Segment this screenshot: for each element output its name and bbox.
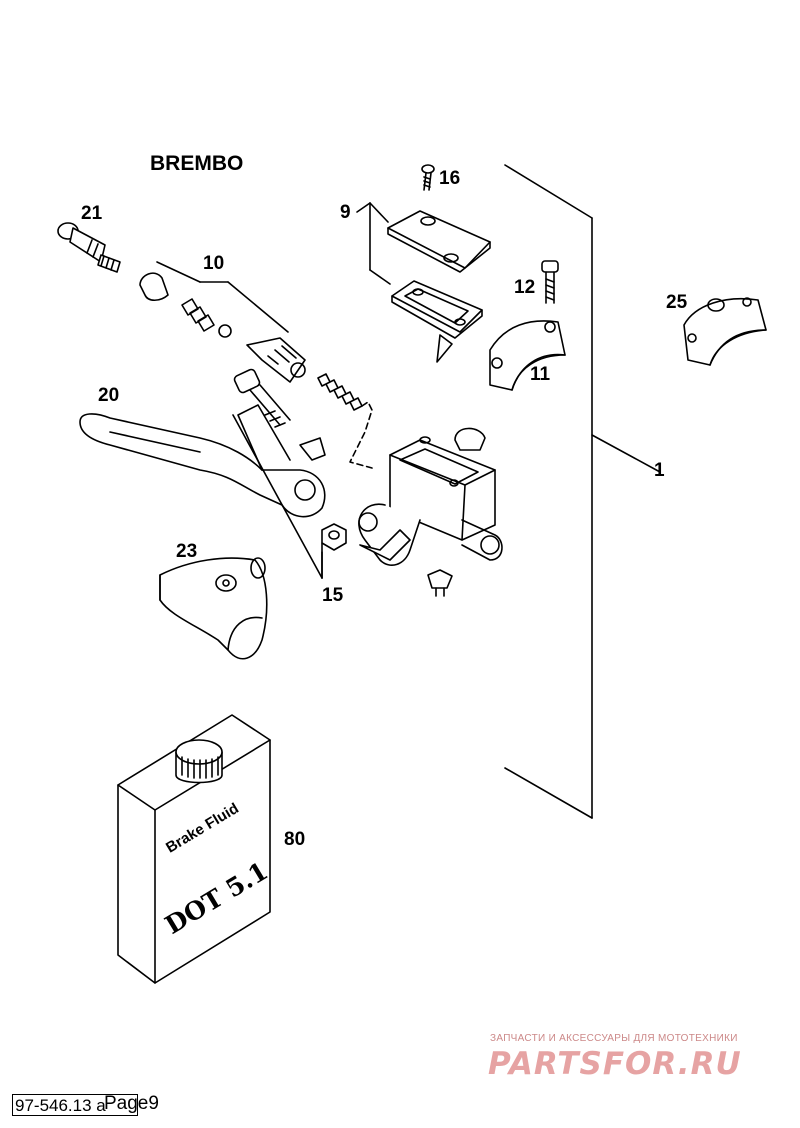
- part-9-reservoir-cover: [356, 202, 491, 363]
- part-10-piston-kit: [139, 261, 306, 383]
- callout-23: 23: [176, 541, 198, 562]
- part-15-nut: [321, 523, 347, 579]
- pivot-bolt: [233, 368, 291, 428]
- document-number: 97-546.13 a: [12, 1094, 138, 1116]
- master-cylinder-body: [358, 427, 503, 566]
- part-11-clamp: [489, 320, 566, 391]
- brand-title: BREMBO: [150, 152, 244, 175]
- callout-10: 10: [203, 253, 225, 274]
- watermark-logo: PARTSFOR.RU: [488, 1046, 742, 1082]
- callout-12: 12: [514, 277, 536, 298]
- small-screw: [427, 569, 453, 597]
- page-number: Page9: [104, 1093, 159, 1114]
- spring-right: [317, 373, 373, 469]
- callout-25: 25: [666, 292, 688, 313]
- callout-15: 15: [322, 585, 344, 606]
- watermark-caption: ЗАПЧАСТИ И АКСЕССУАРЫ ДЛЯ МОТОТЕХНИКИ: [490, 1033, 738, 1044]
- callout-16: 16: [439, 168, 461, 189]
- callout-11: 11: [530, 364, 551, 385]
- callout-9: 9: [340, 202, 351, 223]
- part-20-lever: [79, 404, 326, 579]
- callout-21: 21: [81, 203, 103, 224]
- part-16-screw: [421, 164, 435, 191]
- callout-80: 80: [284, 829, 306, 850]
- part-80-brake-fluid-bottle: [117, 714, 271, 984]
- callout-20: 20: [98, 385, 120, 406]
- part-12-bolt: [541, 260, 559, 304]
- assembly-bracket-1: [504, 164, 661, 819]
- callout-1: 1: [654, 460, 665, 481]
- part-21-adjuster: [57, 222, 121, 273]
- part-25-clamp: [683, 297, 767, 366]
- part-23-clamp: [159, 557, 268, 660]
